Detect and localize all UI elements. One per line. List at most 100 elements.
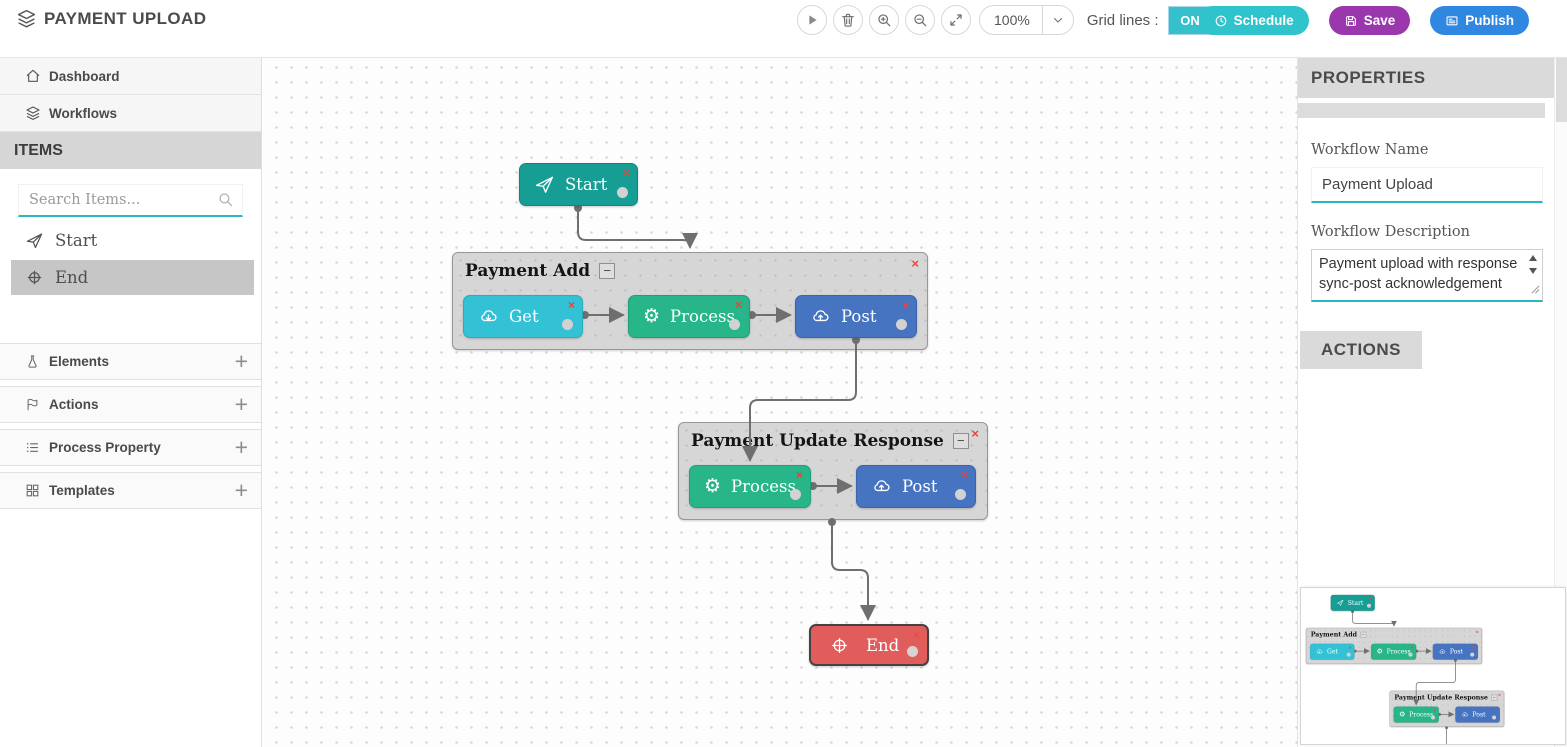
node-process-2[interactable]: ⚙ Process × [1393,706,1439,723]
plus-icon[interactable]: + [234,477,248,503]
plus-icon[interactable]: + [234,391,248,417]
connection-port[interactable] [1366,603,1372,608]
scroll-down-icon[interactable] [1528,268,1537,274]
delete-group-icon[interactable]: × [971,426,979,441]
delete-node-icon[interactable]: × [901,298,909,312]
connection-port[interactable] [729,319,740,330]
crosshair-icon [832,637,847,653]
node-get[interactable]: Get × [1310,643,1355,660]
workflow-name-label: Workflow Name [1311,142,1429,158]
zoom-out-icon [914,14,927,27]
delete-button[interactable] [833,5,863,35]
collapse-icon[interactable]: − [1360,631,1367,638]
connection-port[interactable] [907,646,918,657]
node-label: End [866,635,900,655]
delete-node-icon[interactable]: × [567,298,575,312]
accordion-templates[interactable]: Templates + [0,472,261,509]
schedule-button[interactable]: Schedule [1198,6,1309,35]
delete-node-icon[interactable]: × [1433,707,1436,713]
connection-wire [831,521,876,621]
plus-icon[interactable]: + [234,434,248,460]
node-get[interactable]: Get × [463,295,583,338]
node-label: Post [1472,711,1486,719]
clock-icon [1215,15,1227,26]
panel-scrollbar-thumb[interactable] [1556,58,1567,122]
node-end[interactable]: End × [809,624,929,666]
collapse-icon[interactable]: − [1491,694,1498,701]
zoom-in-button[interactable] [869,5,899,35]
layers-icon [17,9,36,28]
connection-port[interactable] [955,489,966,500]
connection-port[interactable] [1408,652,1413,657]
delete-group-icon[interactable]: × [1475,629,1479,635]
run-button[interactable] [797,5,827,35]
connection-port[interactable] [1430,715,1436,720]
properties-panel: PROPERTIES Workflow Name Workflow Descri… [1297,58,1567,747]
gear-icon: ⚙ [704,475,722,497]
accordion-process-property[interactable]: Process Property + [0,429,261,466]
play-icon [809,15,817,25]
connection-port[interactable] [790,489,801,500]
zoom-level-control[interactable]: 100% [979,5,1074,35]
zoom-out-button[interactable] [905,5,935,35]
connection-port[interactable] [1470,652,1475,657]
connection-port[interactable] [1492,715,1497,720]
properties-form: Workflow Name Workflow Description Payme… [1298,118,1567,307]
cloud-download-icon [1316,649,1323,654]
delete-node-icon[interactable]: × [960,468,968,482]
workflow-canvas[interactable]: Payment Add − × Payment Update Response … [263,58,1297,747]
node-post-2[interactable]: Post × [856,465,976,508]
node-process-2[interactable]: ⚙ Process × [689,465,811,508]
delete-node-icon[interactable]: × [795,468,803,482]
node-post-1[interactable]: Post × [795,295,917,338]
collapse-icon[interactable]: − [599,263,616,279]
save-button[interactable]: Save [1328,6,1411,35]
node-process-1[interactable]: ⚙ Process × [1371,643,1417,660]
sidebar-item-workflows[interactable]: Workflows [0,95,261,132]
connection-port[interactable] [896,319,907,330]
node-label: Start [1347,599,1364,607]
palette-item-end[interactable]: End [11,260,254,295]
search-input[interactable] [18,184,243,217]
accordion-elements[interactable]: Elements + [0,343,261,380]
connection-port[interactable] [617,187,628,198]
publish-button[interactable]: Publish [1430,6,1529,35]
node-process-1[interactable]: ⚙ Process × [628,295,750,338]
zoom-level-value: 100% [994,12,1030,28]
scroll-up-icon[interactable] [1528,255,1537,261]
delete-node-icon[interactable]: × [1494,707,1497,713]
minimap[interactable]: Payment Add − × Payment Update Response … [1300,587,1566,745]
connection-wire [577,207,698,249]
delete-node-icon[interactable]: × [622,166,630,180]
accordion-label: Elements [49,354,110,369]
chevron-down-icon[interactable] [1043,14,1073,26]
textarea-scroll-rail[interactable] [1525,252,1540,302]
workflow-description-field[interactable]: Payment upload with response sync-post a… [1311,249,1543,302]
node-post-1[interactable]: Post × [1432,643,1478,660]
delete-node-icon[interactable]: × [1410,644,1414,650]
workflow-name-field[interactable] [1311,167,1543,203]
accordion-actions[interactable]: Actions + [0,386,261,423]
connection-port[interactable] [562,319,573,330]
delete-node-icon[interactable]: × [1369,595,1372,602]
panel-scrollbar[interactable] [1554,58,1567,747]
workflow-description-wrap: Payment upload with response sync-post a… [1311,249,1543,307]
fit-view-button[interactable] [941,5,971,35]
delete-node-icon[interactable]: × [1348,644,1352,650]
palette-item-start[interactable]: Start [11,223,254,258]
plus-icon[interactable]: + [234,348,248,374]
collapse-icon[interactable]: − [952,433,969,449]
delete-group-icon[interactable]: × [1498,692,1501,698]
delete-node-icon[interactable]: × [1472,644,1476,650]
sidebar-item-dashboard[interactable]: Dashboard [0,58,261,95]
node-start[interactable]: Start × [519,163,638,206]
delete-node-icon[interactable]: × [734,298,742,312]
delete-group-icon[interactable]: × [911,256,919,271]
textarea-resize-handle[interactable] [1531,281,1540,299]
node-label: Post [841,307,877,326]
node-start[interactable]: Start × [1330,594,1375,611]
connection-port[interactable] [1346,652,1351,657]
delete-node-icon[interactable]: × [912,628,920,642]
cloud-download-icon [481,310,497,322]
node-post-2[interactable]: Post × [1455,706,1500,723]
